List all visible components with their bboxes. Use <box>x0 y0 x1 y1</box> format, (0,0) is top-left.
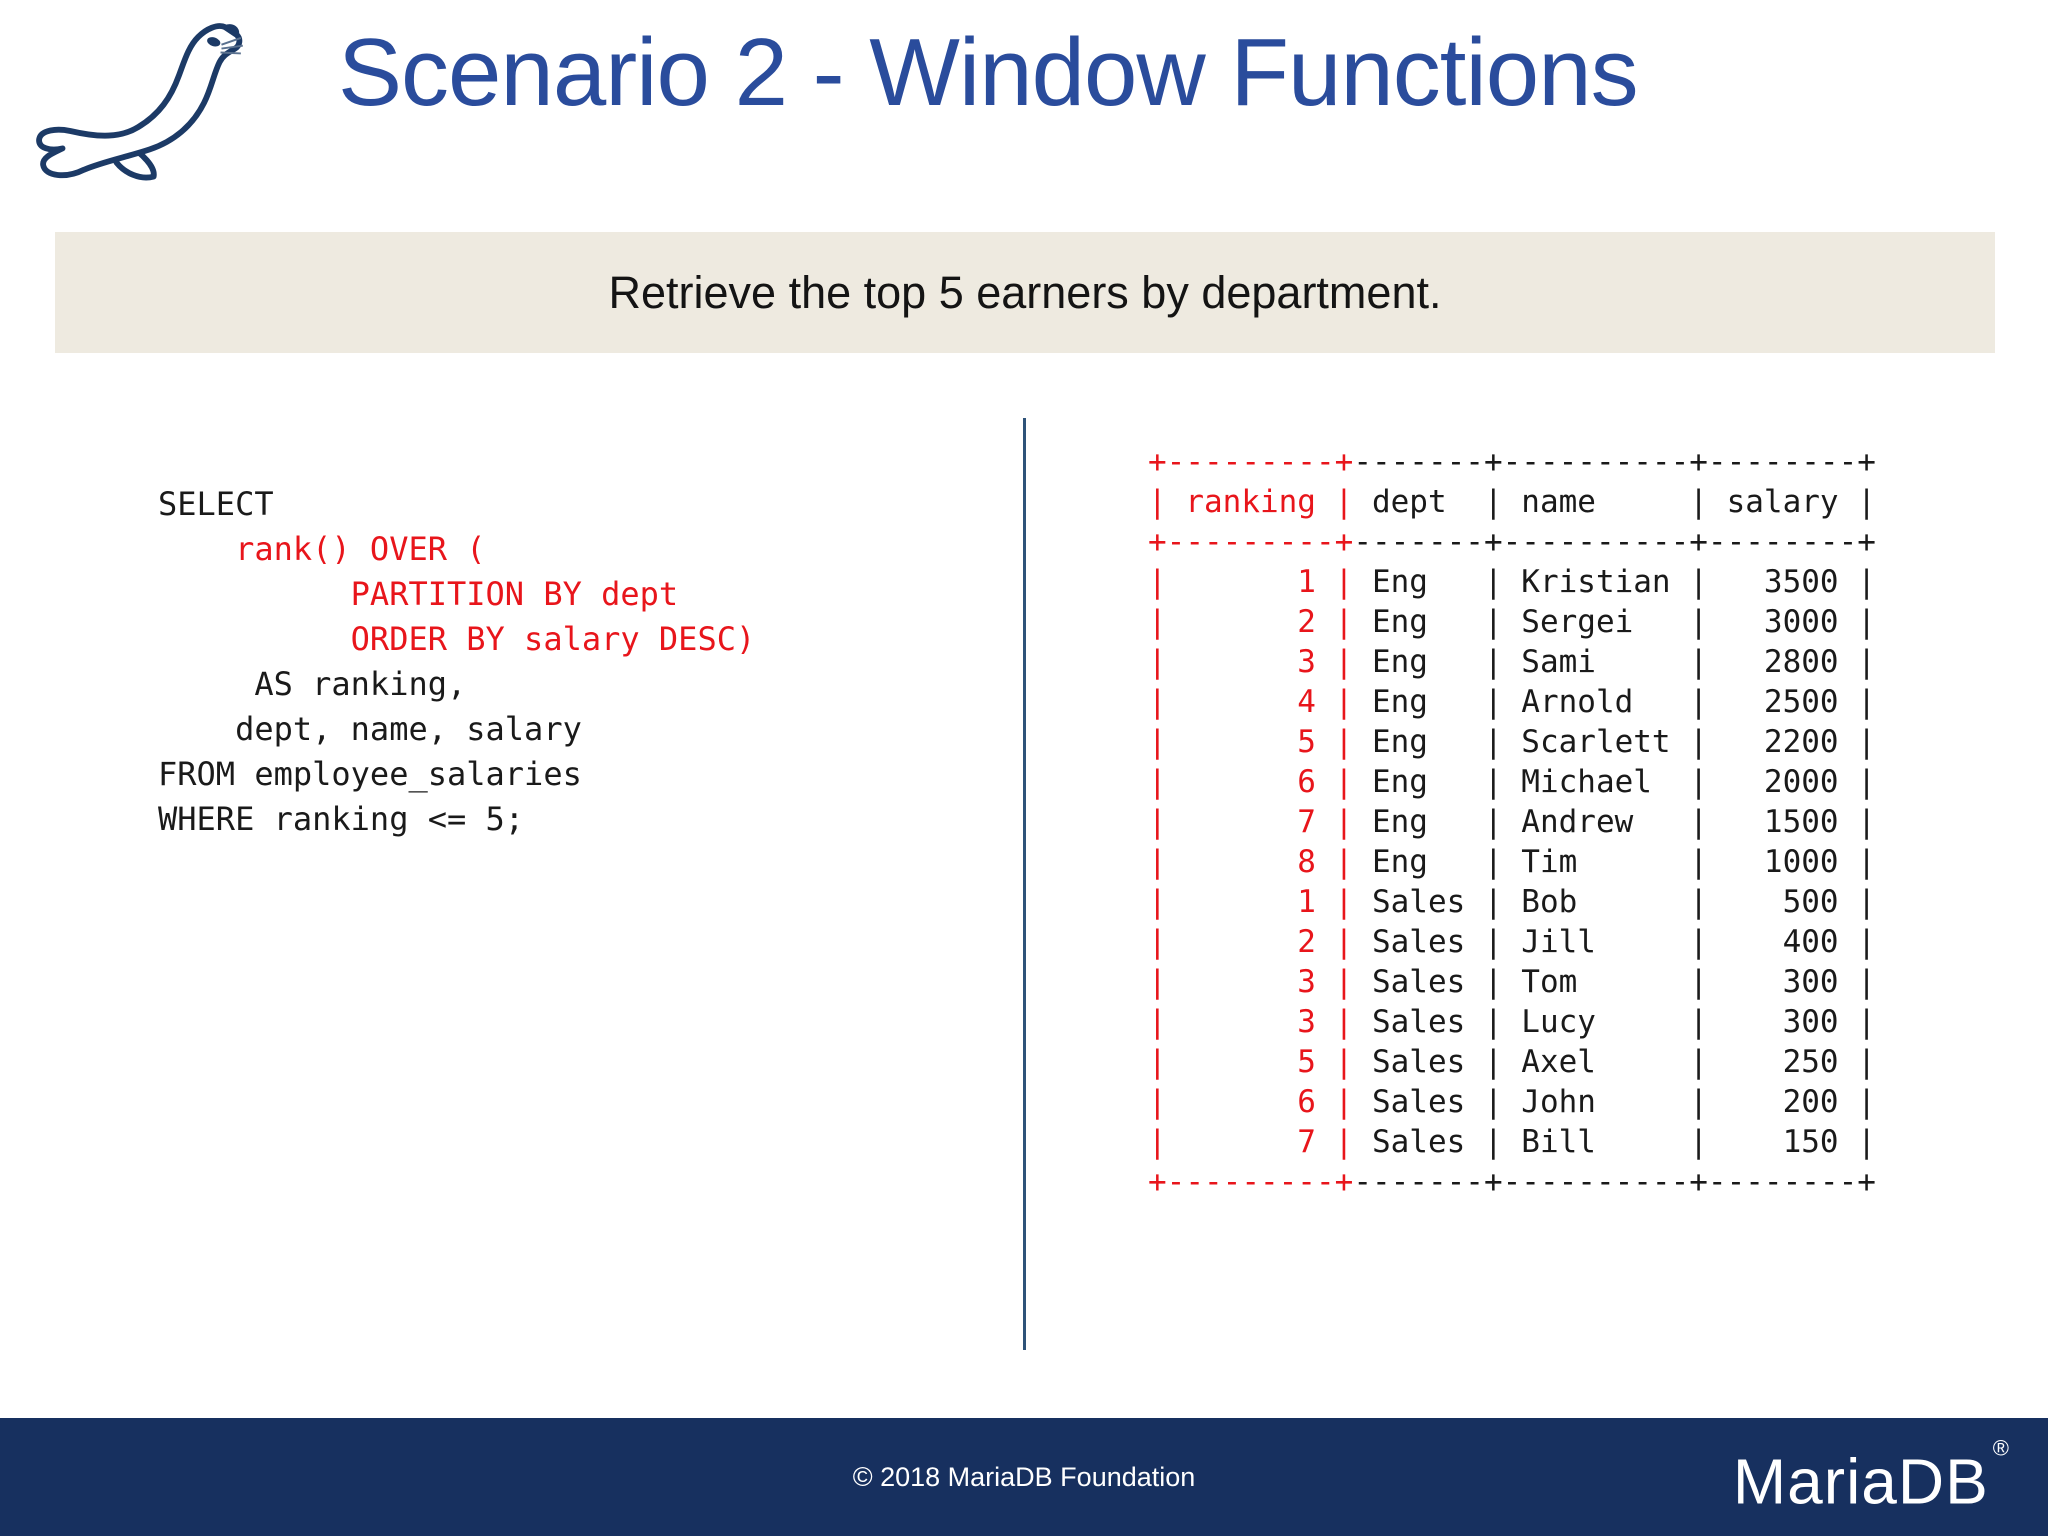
ascii-table-line: | 2 | Eng | Sergei | 3000 | <box>1148 604 1876 640</box>
ascii-table-line: | 3 | Eng | Sami | 2800 | <box>1148 644 1876 680</box>
sql-code-line: dept, name, salary <box>158 710 582 748</box>
ascii-table-line: | 5 | Eng | Scarlett | 2200 | <box>1148 724 1876 760</box>
divider-line <box>1023 418 1026 1350</box>
ascii-table-line: | 1 | Sales | Bob | 500 | <box>1148 884 1876 920</box>
task-banner: Retrieve the top 5 earners by department… <box>55 232 1995 353</box>
result-table-ascii: +---------+-------+----------+--------+ |… <box>1148 442 1876 1202</box>
ascii-table-line: +---------+-------+----------+--------+ <box>1148 444 1876 480</box>
sql-code-line: SELECT <box>158 485 274 523</box>
sql-code-line: WHERE ranking <= 5; <box>158 800 525 838</box>
seal-eye <box>207 37 221 47</box>
seal-nose <box>223 24 240 36</box>
ascii-table-line: | 6 | Sales | John | 200 | <box>1148 1084 1876 1120</box>
mariadb-wordmark-text: MariaDB <box>1732 1445 1989 1518</box>
ascii-table-line: | 3 | Sales | Tom | 300 | <box>1148 964 1876 1000</box>
sql-code-line: rank() OVER ( <box>158 530 486 568</box>
sql-code-line: FROM employee_salaries <box>158 755 582 793</box>
copyright-text: © 2018 MariaDB Foundation <box>852 1461 1196 1492</box>
ascii-table-line: | 2 | Sales | Jill | 400 | <box>1148 924 1876 960</box>
footer-bar: © 2018 MariaDB Foundation MariaDB® <box>0 1418 2048 1536</box>
ascii-table-line: | 3 | Sales | Lucy | 300 | <box>1148 1004 1876 1040</box>
ascii-table-line: | 5 | Sales | Axel | 250 | <box>1148 1044 1876 1080</box>
sql-code-line: ORDER BY salary DESC) <box>158 620 756 658</box>
ascii-table-line: | 7 | Sales | Bill | 150 | <box>1148 1124 1876 1160</box>
ascii-table-line: | 6 | Eng | Michael | 2000 | <box>1148 764 1876 800</box>
seal-body <box>36 23 243 179</box>
ascii-table-line: | ranking | dept | name | salary | <box>1148 484 1876 520</box>
seal-whiskers <box>220 37 243 55</box>
ascii-table-line: | 4 | Eng | Arnold | 2500 | <box>1148 684 1876 720</box>
registered-trademark-icon: ® <box>1992 1435 2010 1461</box>
ascii-table-line: | 1 | Eng | Kristian | 3500 | <box>1148 564 1876 600</box>
sql-code: SELECT rank() OVER ( PARTITION BY dept O… <box>158 482 755 842</box>
sql-code-line: PARTITION BY dept <box>158 575 679 613</box>
mariadb-seal-logo <box>36 23 243 181</box>
ascii-table-line: +---------+-------+----------+--------+ <box>1148 524 1876 560</box>
mariadb-wordmark: MariaDB® <box>1733 1436 2010 1519</box>
ascii-table-line: | 8 | Eng | Tim | 1000 | <box>1148 844 1876 880</box>
page-title: Scenario 2 - Window Functions <box>338 19 1639 126</box>
ascii-table-line: +---------+-------+----------+--------+ <box>1148 1164 1876 1200</box>
ascii-table-line: | 7 | Eng | Andrew | 1500 | <box>1148 804 1876 840</box>
task-banner-text: Retrieve the top 5 earners by department… <box>608 266 1442 318</box>
sql-code-line: AS ranking, <box>158 665 467 703</box>
